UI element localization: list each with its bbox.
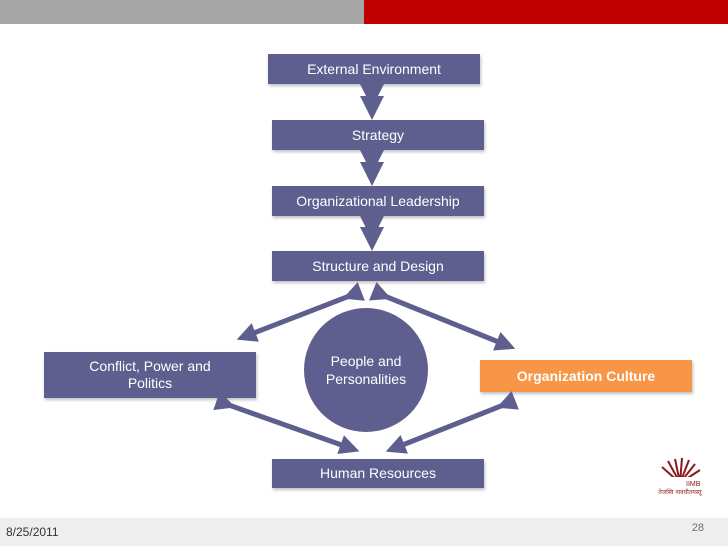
- box-label: Strategy: [351, 126, 405, 143]
- arrow-culture-hr: [385, 391, 519, 454]
- box-organization-culture: Organization Culture: [480, 360, 692, 392]
- arrow-structure-conflict: [236, 282, 365, 342]
- box-organizational-leadership: Organizational Leadership: [272, 186, 484, 216]
- arrow-structure-culture: [368, 281, 516, 351]
- box-label: Human Resources: [320, 465, 436, 482]
- footer-date: 8/25/2011: [6, 525, 59, 539]
- box-label: Organizational Leadership: [296, 192, 460, 209]
- box-label: Structure and Design: [312, 257, 444, 274]
- arrow-conflict-hr: [213, 391, 360, 455]
- footer-bar: [0, 518, 728, 546]
- box-label: Organization Culture: [516, 367, 656, 384]
- box-strategy: Strategy: [272, 120, 484, 150]
- logo-label: IIMB: [686, 481, 701, 488]
- box-conflict-power-politics: Conflict, Power and Politics: [44, 352, 256, 398]
- header-bar-red: [364, 0, 728, 24]
- logo-motto: तेजस्वि नावधीतमस्तु: [658, 489, 702, 496]
- box-external-environment: External Environment: [268, 54, 480, 84]
- box-label: Conflict, Power and Politics: [89, 358, 211, 391]
- circle-label: People and Personalities: [325, 352, 407, 387]
- header-bar-gray: [0, 0, 364, 24]
- page-number: 28: [691, 522, 704, 534]
- iimb-logo-icon: IIMB: [661, 457, 701, 489]
- box-label: External Environment: [307, 60, 441, 77]
- box-structure-and-design: Structure and Design: [272, 251, 484, 281]
- box-human-resources: Human Resources: [272, 459, 484, 488]
